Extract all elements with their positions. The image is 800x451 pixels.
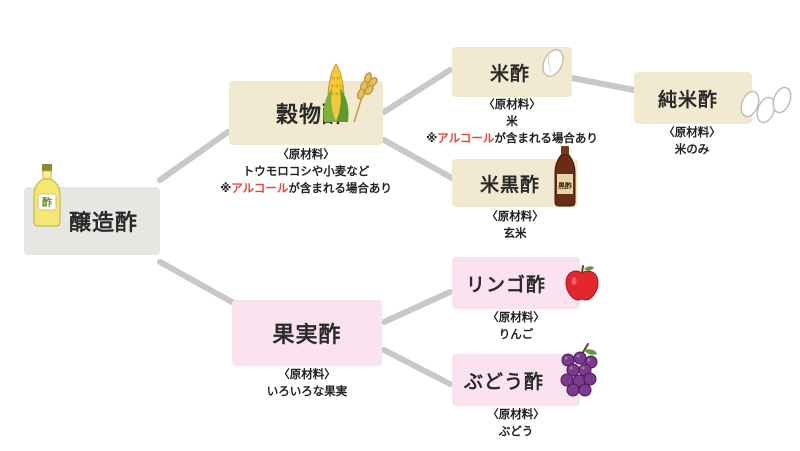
connector-root-fruit (157, 259, 235, 305)
apple-note-head: 〈原材料〉 (487, 310, 545, 324)
rice-grain-icon (542, 49, 564, 77)
rice-note-alcohol: ※アルコールが含まれる場合あり (426, 131, 598, 145)
connector-fruit-apple (381, 289, 453, 325)
black-note-body: 玄米 (503, 226, 527, 240)
pure-rice-note-head: 〈原材料〉 (663, 125, 721, 139)
grain-note-alcohol: ※アルコールが含まれる場合あり (220, 181, 392, 195)
node-fruit-vinegar: 果実酢 (232, 300, 382, 366)
pure-rice-note: 〈原材料〉 米のみ (633, 124, 751, 158)
grain-note-head: 〈原材料〉 (277, 147, 335, 161)
black-note: 〈原材料〉 玄米 (455, 208, 575, 242)
node-rice-vinegar-label: 米酢 (490, 62, 531, 85)
node-grape-vinegar-label: ぶどう酢 (464, 370, 545, 393)
node-fruit-vinegar-label: 果実酢 (272, 323, 342, 348)
rice-note: 〈原材料〉 米 ※アルコールが含まれる場合あり (412, 96, 612, 147)
corn-wheat-icon (323, 63, 378, 123)
connector-grain-black (381, 137, 455, 181)
black-note-head: 〈原材料〉 (486, 209, 544, 223)
fruit-note-head: 〈原材料〉 (278, 367, 336, 381)
grape-note-body: ぶどう (498, 424, 534, 438)
black-vinegar-bottle-label: 黒酢 (558, 181, 572, 190)
rice-note-body: 米 (506, 114, 518, 128)
connector-fruit-grape (381, 347, 453, 387)
grape-icon (560, 343, 598, 397)
node-brewed-vinegar-label: 醸造酢 (68, 211, 138, 236)
fruit-note-body: いろいろな果実 (266, 384, 348, 398)
connector-root-grain (157, 129, 231, 183)
vinegar-bottle-label: 酢 (42, 196, 52, 209)
grape-note: 〈原材料〉 ぶどう (455, 406, 577, 440)
node-grape-vinegar: ぶどう酢 (452, 354, 580, 406)
node-apple-vinegar: リンゴ酢 (452, 257, 580, 309)
node-pure-rice-vinegar: 純米酢 (634, 72, 752, 124)
node-pure-rice-vinegar-label: 純米酢 (658, 88, 719, 111)
connector-grain-rice (381, 67, 453, 115)
pure-rice-note-body: 米のみ (674, 142, 710, 156)
grain-note: 〈原材料〉 トウモロコシや小麦など ※アルコールが含まれる場合あり (196, 146, 416, 197)
apple-note-body: りんご (498, 327, 534, 341)
grape-note-head: 〈原材料〉 (487, 407, 545, 421)
rice-note-head: 〈原材料〉 (483, 97, 541, 111)
apple-icon (565, 265, 599, 301)
node-brewed-vinegar: 醸造酢 (24, 187, 160, 255)
grain-note-body: トウモロコシや小麦など (242, 164, 370, 178)
black-vinegar-bottle-icon: 黒酢 (554, 146, 576, 207)
node-black-vinegar-label: 米黒酢 (480, 173, 541, 196)
rice-grains-icon (740, 86, 792, 124)
apple-note: 〈原材料〉 りんご (455, 309, 577, 343)
connector-rice-pure (569, 75, 637, 93)
node-apple-vinegar-label: リンゴ酢 (466, 273, 547, 296)
fruit-note: 〈原材料〉 いろいろな果実 (230, 366, 384, 400)
vinegar-bottle-icon: 酢 (33, 164, 61, 227)
